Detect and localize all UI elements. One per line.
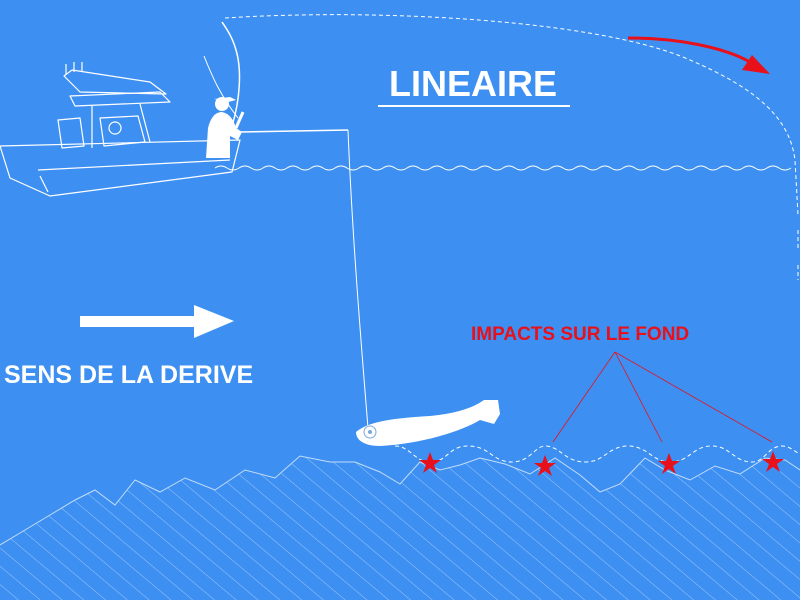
second-rod: [239, 129, 349, 133]
drift-direction-label: SENS DE LA DERIVE: [4, 361, 253, 389]
rod-line: [203, 55, 239, 119]
arrow-right-icon: [80, 305, 234, 338]
star-icon: [534, 455, 556, 476]
lure-path: [394, 445, 800, 463]
diagram-title: LINEAIRE: [389, 63, 557, 104]
soft-shad-lure-icon: [356, 400, 500, 446]
star-icon: [762, 451, 784, 472]
fishing-rod: [221, 21, 241, 127]
star-icon: [419, 452, 441, 473]
center-console-boat-icon: [0, 62, 241, 197]
impact-leader-lines: [552, 351, 773, 443]
seabed-outline: [0, 455, 800, 546]
cast-trajectory: [224, 14, 799, 216]
star-icon: [658, 453, 680, 474]
fishing-line: [347, 129, 369, 429]
impacts-label: IMPACTS SUR LE FOND: [471, 324, 689, 345]
impact-stars: [419, 451, 784, 476]
water-surface: [214, 165, 792, 171]
curved-arrow-icon: [627, 36, 770, 74]
seabed: [0, 455, 800, 600]
